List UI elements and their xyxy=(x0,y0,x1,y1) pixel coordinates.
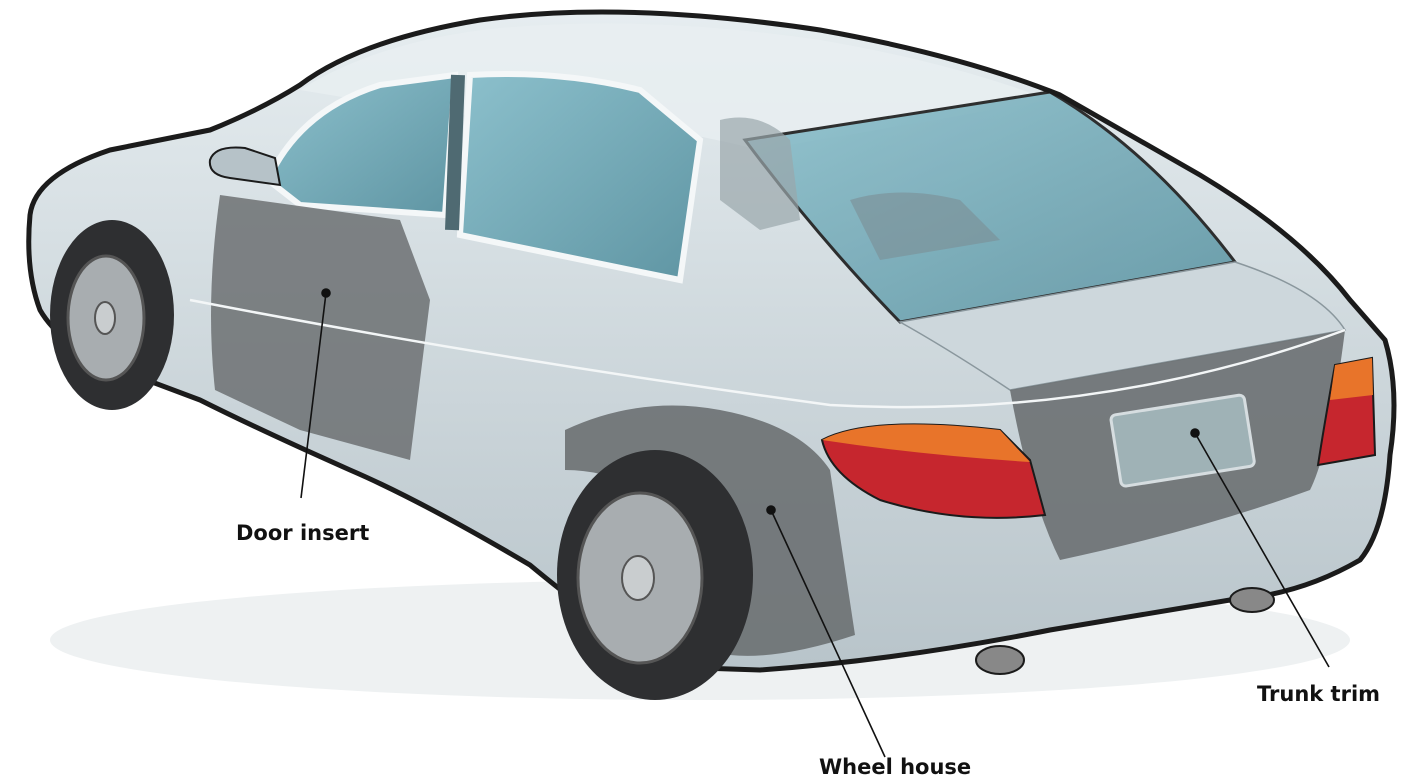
trunk-trim-label: Trunk trim xyxy=(1257,684,1380,705)
b-pillar xyxy=(452,75,458,230)
door-insert-label: Door insert xyxy=(236,523,369,544)
dot-wheel-house xyxy=(767,506,775,514)
rear-wheel xyxy=(557,450,753,700)
exhaust-left xyxy=(976,646,1024,674)
exhaust-right xyxy=(1230,588,1274,612)
dot-door-insert xyxy=(322,289,330,297)
front-wheel xyxy=(50,220,174,410)
wheel-house-label: Wheel house xyxy=(819,757,971,778)
dot-trunk-trim xyxy=(1191,429,1199,437)
